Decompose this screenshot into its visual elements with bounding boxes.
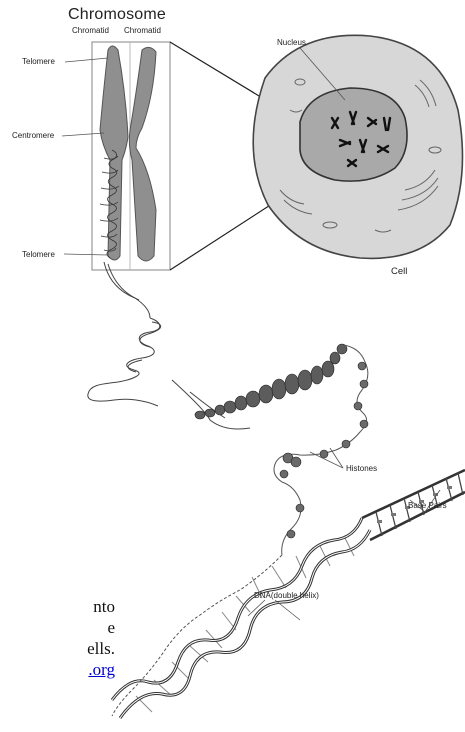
base-pairs-label: Base Pairs bbox=[408, 501, 447, 510]
nucleus bbox=[300, 88, 407, 181]
telomere-bottom-label: Telomere bbox=[22, 250, 55, 259]
telomere-top-pointer bbox=[65, 58, 108, 62]
telomere-top-label: Telomere bbox=[22, 57, 55, 66]
centromere-label: Centromere bbox=[12, 131, 55, 140]
chromosome-title: Chromosome bbox=[68, 6, 166, 23]
dna-helix-label: DNA(double helix) bbox=[254, 591, 319, 600]
caption-source-link[interactable]: .org bbox=[0, 659, 115, 680]
nucleus-label: Nucleus bbox=[277, 38, 306, 47]
right-chromatid bbox=[129, 47, 156, 261]
chromatid-left-label: Chromatid bbox=[72, 26, 109, 35]
caption-line-2: e bbox=[0, 617, 115, 638]
histones-label: Histones bbox=[346, 464, 377, 473]
left-chromatid bbox=[100, 46, 128, 260]
double-helix bbox=[112, 518, 370, 718]
telomere-bottom-pointer bbox=[64, 254, 108, 255]
chromatid-right-label: Chromatid bbox=[124, 26, 161, 35]
cell: Nucleus Cell bbox=[253, 35, 462, 277]
cell-label: Cell bbox=[391, 266, 407, 277]
caption: nto e ells. .org bbox=[0, 596, 115, 680]
caption-line-1: nto bbox=[0, 596, 115, 617]
solenoid-fiber bbox=[195, 344, 347, 419]
supercoil bbox=[88, 318, 160, 406]
caption-line-3: ells. bbox=[0, 638, 115, 659]
centromere-pointer bbox=[62, 133, 104, 136]
chromosome-panel: Chromosome Chromatid Chromatid Telomere … bbox=[12, 6, 170, 270]
